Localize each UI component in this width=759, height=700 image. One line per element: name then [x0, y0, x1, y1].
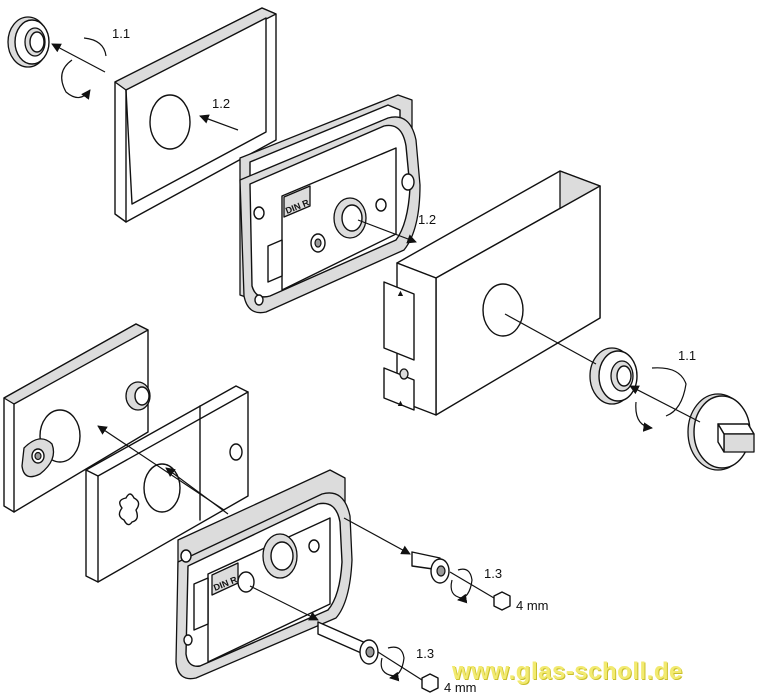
arrow-1-3-lower — [249, 585, 319, 621]
hex-key-icon-upper — [493, 591, 511, 611]
knob-spindle — [687, 393, 755, 471]
arrow-1-2-top — [199, 114, 239, 131]
arrow-gasket-plate — [165, 467, 229, 515]
label-step-1-3-lower: 1.3 — [416, 646, 434, 661]
label-wrench-size-lower: 4 mm — [444, 680, 477, 695]
label-step-1-3-upper: 1.3 — [484, 566, 502, 581]
rosette-ring-right — [589, 347, 638, 405]
label-wrench-size-upper: 4 mm — [516, 598, 549, 613]
cover-frame-top — [114, 7, 277, 223]
rosette-ring-top-left — [7, 16, 50, 68]
arrow-1-3-upper — [343, 517, 411, 555]
label-step-1-1-right: 1.1 — [678, 348, 696, 363]
label-step-1-1-top: 1.1 — [112, 26, 130, 41]
lock-body-bottom: DIN R — [175, 469, 353, 680]
label-step-1-2-right: 1.2 — [418, 212, 436, 227]
arrow-1-1-right — [629, 385, 701, 423]
watermark-url: www.glas-scholl.de — [452, 658, 683, 685]
hex-key-icon-lower — [421, 673, 439, 693]
back-plate-bottom — [3, 323, 151, 513]
arrow-1-1-top — [51, 43, 106, 73]
striker-box-right: ▲ ▲ — [383, 170, 601, 416]
svg-text:▲: ▲ — [396, 288, 405, 298]
lock-body-top: DIN R — [239, 94, 421, 314]
gasket-plate-bottom — [85, 385, 249, 583]
svg-text:▲: ▲ — [396, 398, 405, 408]
screw-upper — [411, 551, 450, 584]
label-step-1-2-top: 1.2 — [212, 96, 230, 111]
arrow-1-2-right — [357, 219, 417, 244]
screw-lower — [317, 621, 379, 665]
